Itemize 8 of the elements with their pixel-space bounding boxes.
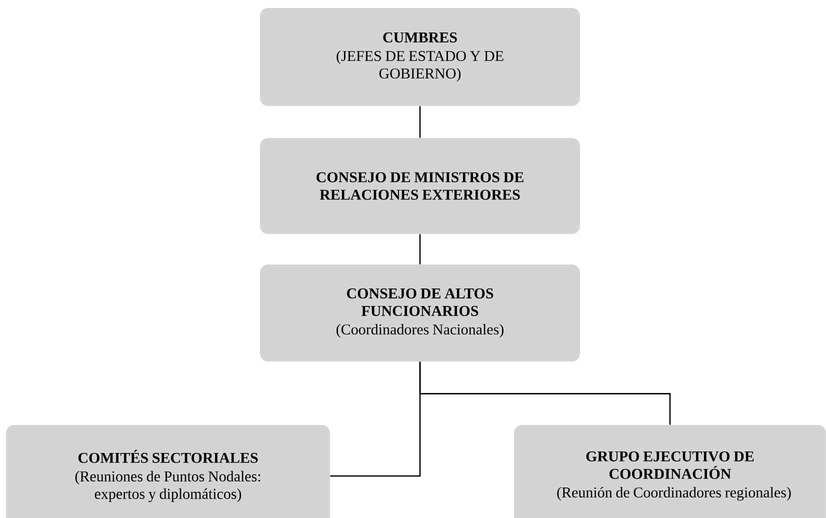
org-box: CONSEJO DE ALTOS FUNCIONARIOS (Coordinadores Nacionales)	[260, 264, 580, 362]
connector-line	[419, 362, 671, 425]
connector-line	[419, 234, 421, 264]
org-box: GRUPO EJECUTIVO DE COORDINACIÓN (Reunión de Coordinadores regionales)	[514, 425, 826, 518]
org-box: CONSEJO DE MINISTROS DE RELACIONES EXTERIORES	[260, 138, 580, 234]
connector-line	[419, 106, 421, 138]
org-box: COMITÉS SECTORIALES (Reuniones de Puntos Nodales: expertos y diplomáticos)	[6, 425, 330, 518]
org-box: CUMBRES (JEFES DE ESTADO Y DE GOBIERNO)	[260, 8, 580, 106]
